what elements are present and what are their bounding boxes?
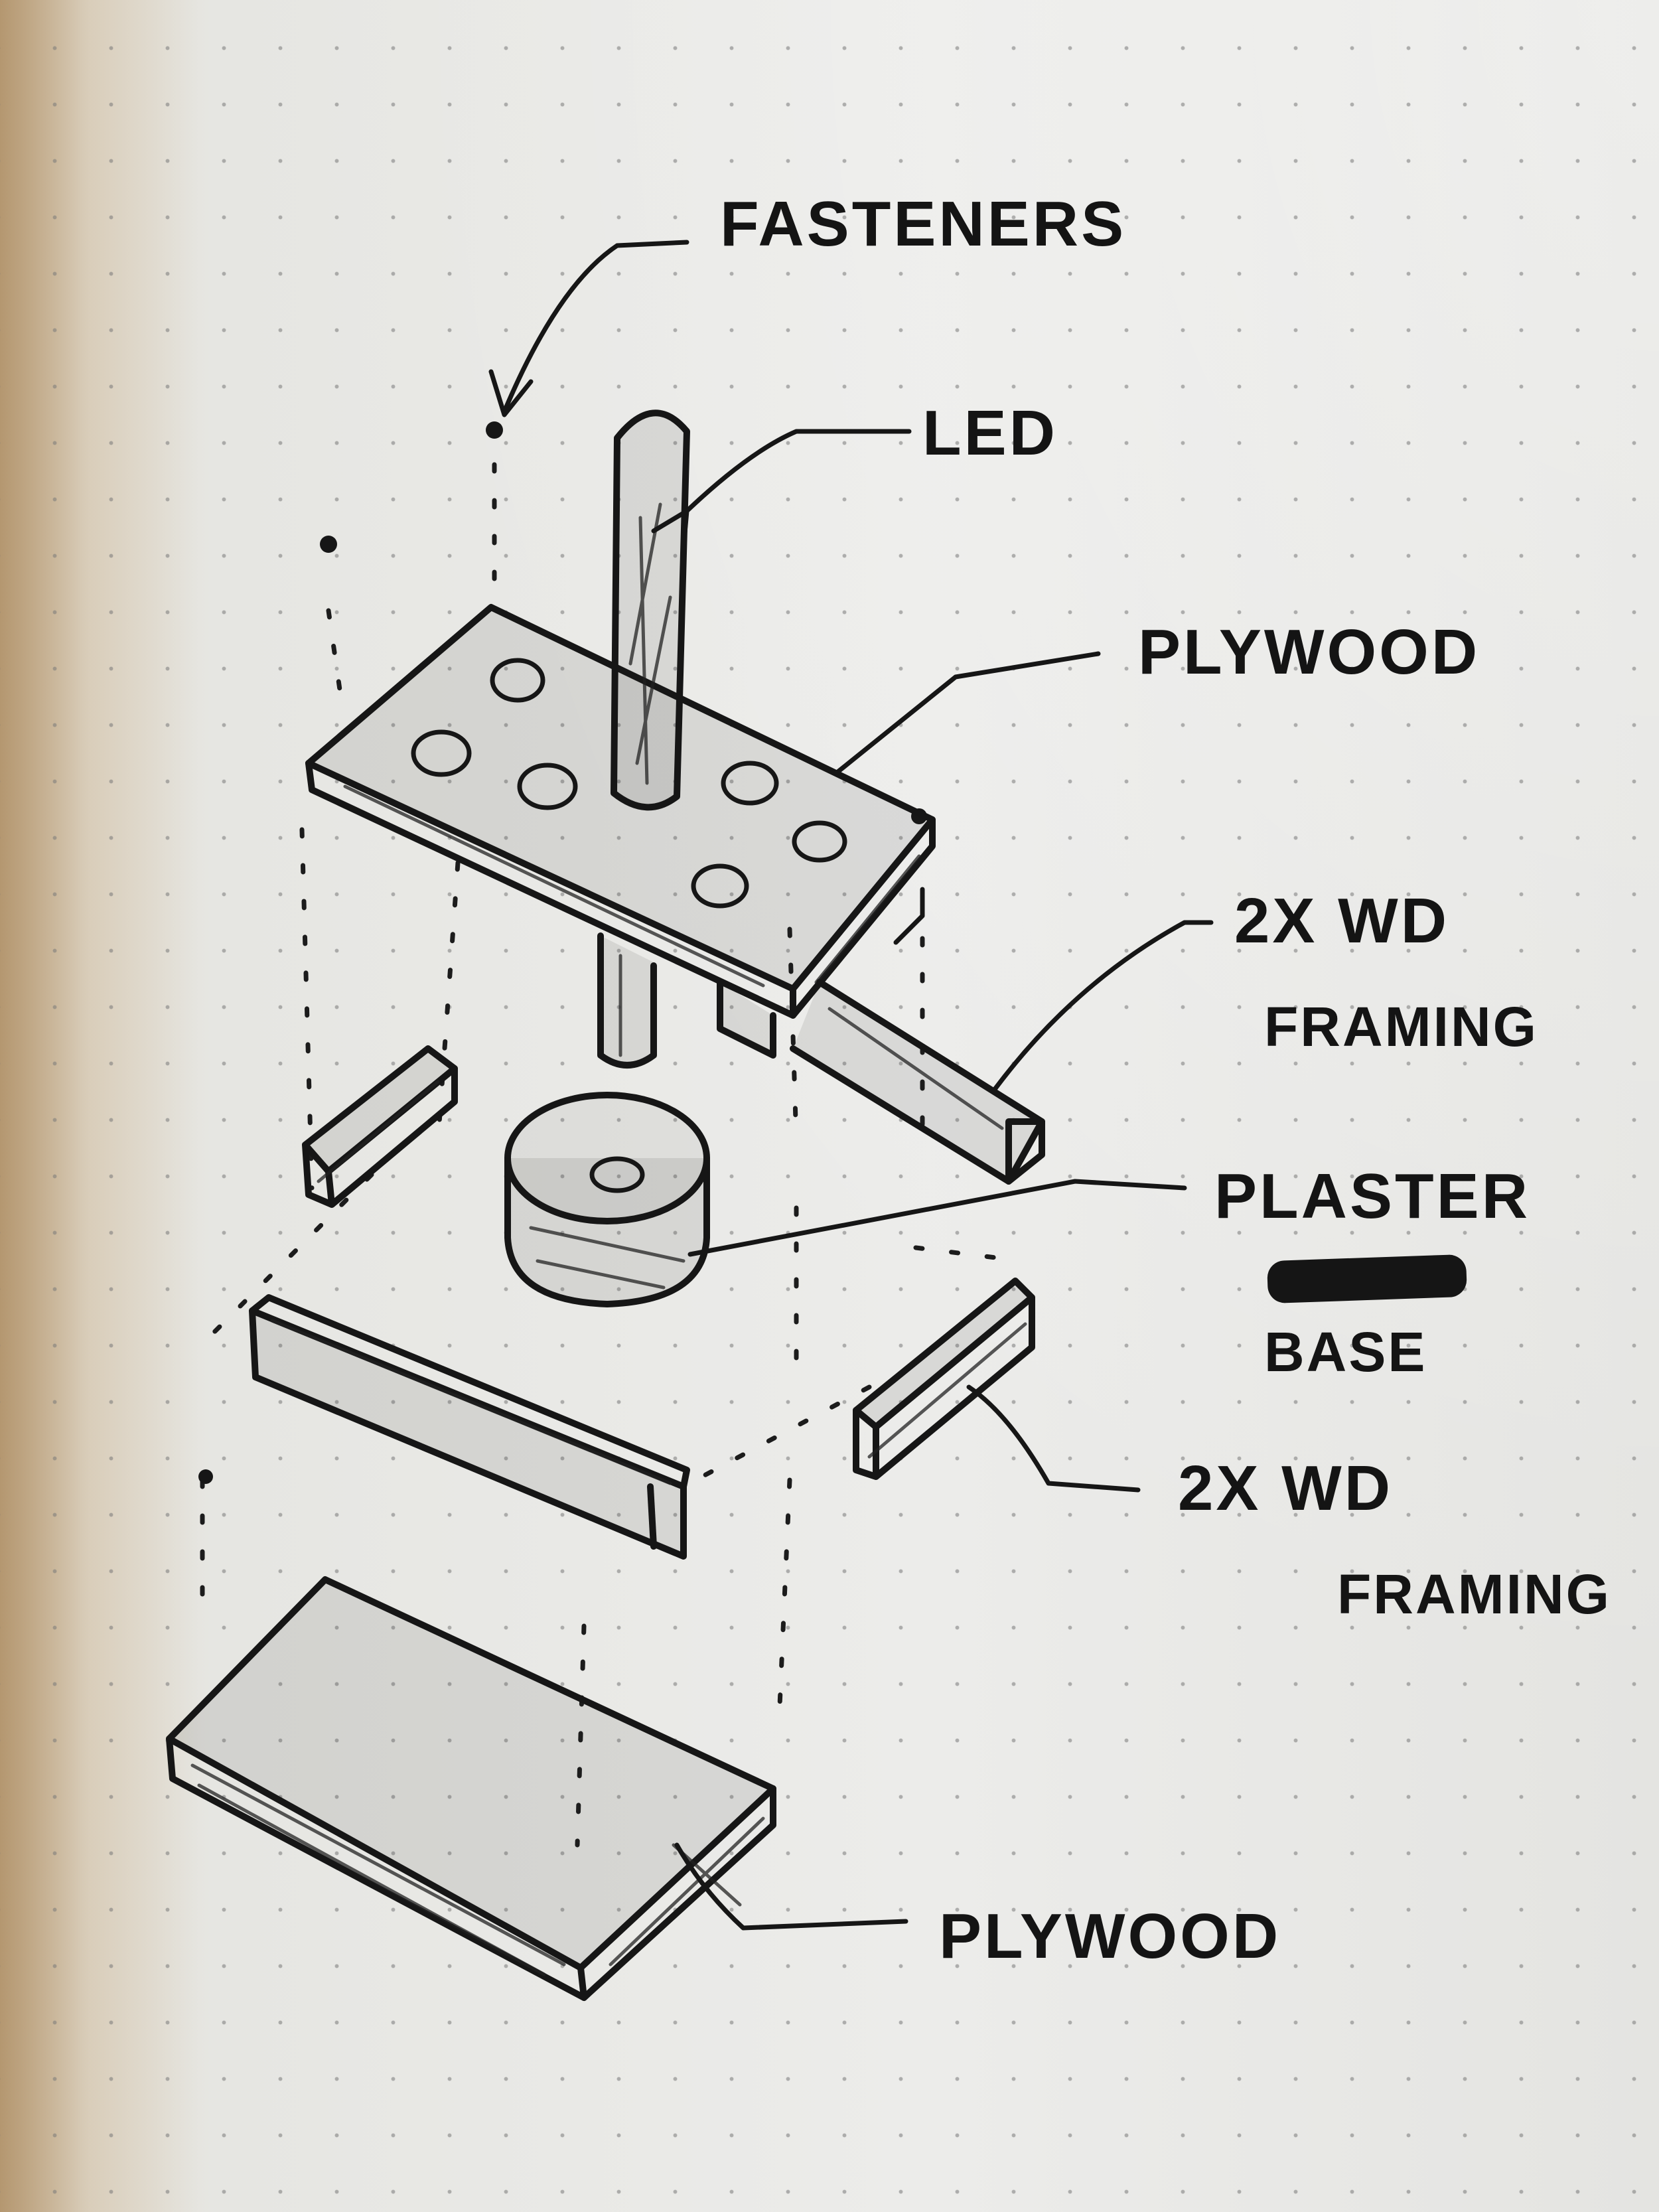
plate-hole: [517, 763, 578, 810]
framing-left-small: [302, 1045, 458, 1208]
led-tube: [611, 409, 690, 811]
plate-holes: [411, 658, 847, 909]
fastener-dot-lower-left: [198, 1469, 213, 1484]
leader-plywood-top: [833, 651, 1101, 776]
label-led: LED: [922, 398, 1058, 469]
leader-framing-upper: [993, 920, 1214, 1091]
leader-framing-lower: [966, 1384, 1141, 1493]
plate-hole: [490, 658, 545, 703]
plate-hole: [411, 729, 472, 777]
label-plaster-line1: PLASTER: [1214, 1161, 1531, 1232]
label-plywood-bottom: PLYWOOD: [939, 1901, 1281, 1972]
fastener-dot-left: [320, 536, 337, 553]
arrow-led: [651, 508, 689, 550]
leader-plywood-bottom: [674, 1842, 908, 1931]
bottom-plywood-plate: [166, 1576, 776, 2001]
framing-right-lower: [853, 1278, 1035, 1480]
label-framing-lower-line2: FRAMING: [1337, 1563, 1611, 1625]
label-plaster-line2: BASE: [1264, 1321, 1427, 1383]
label-framing-lower-line1: 2X WD: [1178, 1453, 1394, 1524]
led-stub-below: [597, 932, 657, 1069]
label-framing-upper-line2: FRAMING: [1264, 995, 1538, 1058]
leader-led: [684, 429, 912, 514]
scribbled-out-word: [1266, 1254, 1468, 1304]
framing-front-long: [249, 1294, 690, 1560]
plate-hole: [691, 863, 749, 909]
leader-lines: [488, 240, 1214, 1931]
assembly-guide-lines: [200, 462, 1025, 1848]
arrow-fasteners: [488, 369, 534, 417]
plate-hole: [721, 761, 779, 806]
leader-plaster-base: [687, 1179, 1187, 1257]
plate-hole: [792, 820, 847, 863]
plaster-base-hole: [589, 1156, 645, 1193]
plaster-base: [504, 1092, 710, 1307]
leader-fasteners: [502, 240, 689, 414]
fastener-dot-center: [486, 421, 503, 439]
framing-right-upper: [717, 887, 1045, 1185]
label-fasteners: FASTENERS: [720, 188, 1127, 259]
label-framing-upper-line1: 2X WD: [1234, 885, 1450, 956]
label-plywood-top: PLYWOOD: [1138, 617, 1480, 688]
